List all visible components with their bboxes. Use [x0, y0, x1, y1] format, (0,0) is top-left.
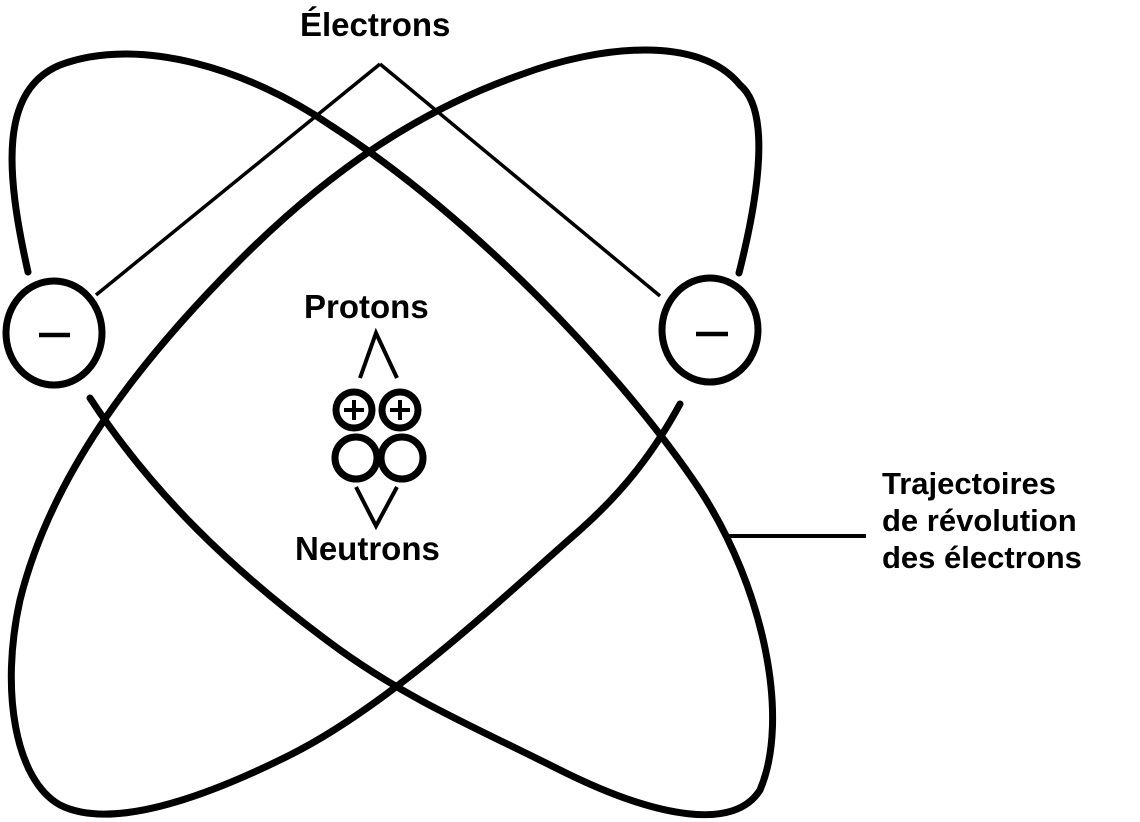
nucleus [331, 388, 427, 483]
electrons-leader-right [378, 62, 662, 298]
electrons-label: Électrons [300, 6, 451, 43]
electron-orbit-right [7, 46, 763, 818]
trajectories-label-line-1: Trajectoires [882, 466, 1057, 501]
neutrons-leader [354, 486, 399, 531]
neutron [331, 433, 381, 483]
electron-right [658, 274, 762, 386]
trajectories-label-line-3: des électrons [882, 540, 1082, 575]
neutron [377, 433, 427, 483]
electrons-leader-left [94, 62, 382, 297]
trajectories-label-line-2: de révolution [882, 503, 1077, 538]
electron-left [2, 277, 106, 389]
protons-leader [358, 327, 399, 379]
electron-orbit-left [8, 50, 777, 819]
protons-label: Protons [304, 288, 429, 325]
trajectories-label: Trajectoires de révolution des électrons [882, 465, 1082, 576]
neutrons-label: Neutrons [295, 530, 440, 567]
